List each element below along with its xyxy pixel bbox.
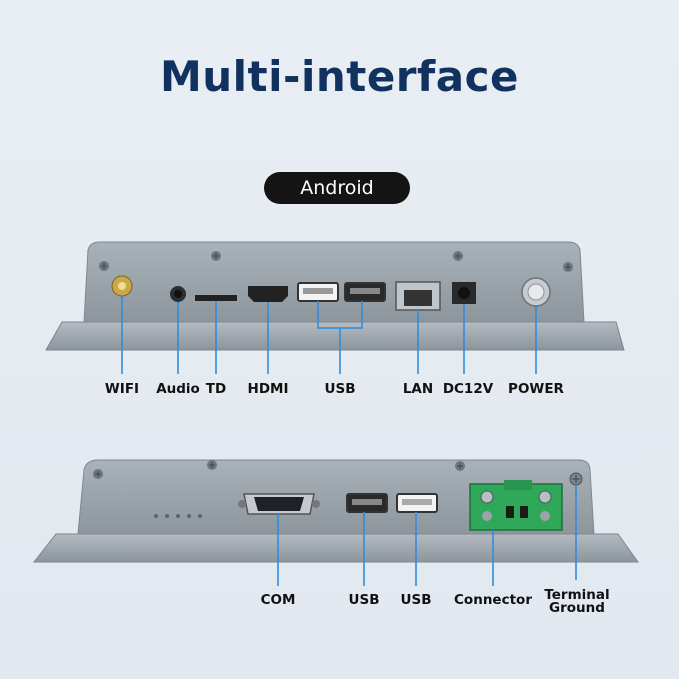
screw-icon xyxy=(93,469,103,479)
audio-jack-icon xyxy=(170,286,186,302)
label-hdmi: HDMI xyxy=(247,381,289,397)
label-com: COM xyxy=(260,592,296,608)
screw-icon xyxy=(207,460,217,470)
label-power: POWER xyxy=(508,381,564,397)
wifi-antenna-icon xyxy=(111,275,133,297)
terminal-block-connector-icon xyxy=(469,480,563,531)
com-port-icon xyxy=(238,493,320,515)
screw-icon xyxy=(453,251,463,261)
label-usb: USB xyxy=(324,381,356,397)
screw-icon xyxy=(211,251,221,261)
screw-icon xyxy=(563,262,573,272)
led-indicator-dots xyxy=(154,514,202,518)
label-ground: Ground xyxy=(549,600,605,616)
label-terminal: Terminal xyxy=(544,587,610,603)
hdmi-port-icon xyxy=(248,286,288,302)
os-badge: Android xyxy=(264,172,410,204)
page-title: Multi-interface xyxy=(159,52,520,101)
screw-icon xyxy=(99,261,109,271)
label-audio: Audio xyxy=(156,381,200,397)
screw-icon xyxy=(569,472,583,486)
label-td: TD xyxy=(205,381,227,397)
top-leader-lines xyxy=(121,296,537,374)
power-button-icon xyxy=(521,277,551,307)
screw-icon xyxy=(455,461,465,471)
bottom-device-panel xyxy=(32,459,639,563)
label-terminal-ground: Terminal Ground xyxy=(544,587,610,616)
bottom-leader-lines xyxy=(277,486,577,586)
label-usb-1: USB xyxy=(348,592,380,608)
label-wifi: WIFI xyxy=(104,381,140,397)
tf-slot-icon xyxy=(195,295,237,301)
label-usb-2: USB xyxy=(400,592,432,608)
label-lan: LAN xyxy=(402,381,434,397)
label-connector: Connector xyxy=(454,592,532,608)
label-dc12v: DC12V xyxy=(442,381,494,397)
top-device-panel xyxy=(45,241,625,351)
